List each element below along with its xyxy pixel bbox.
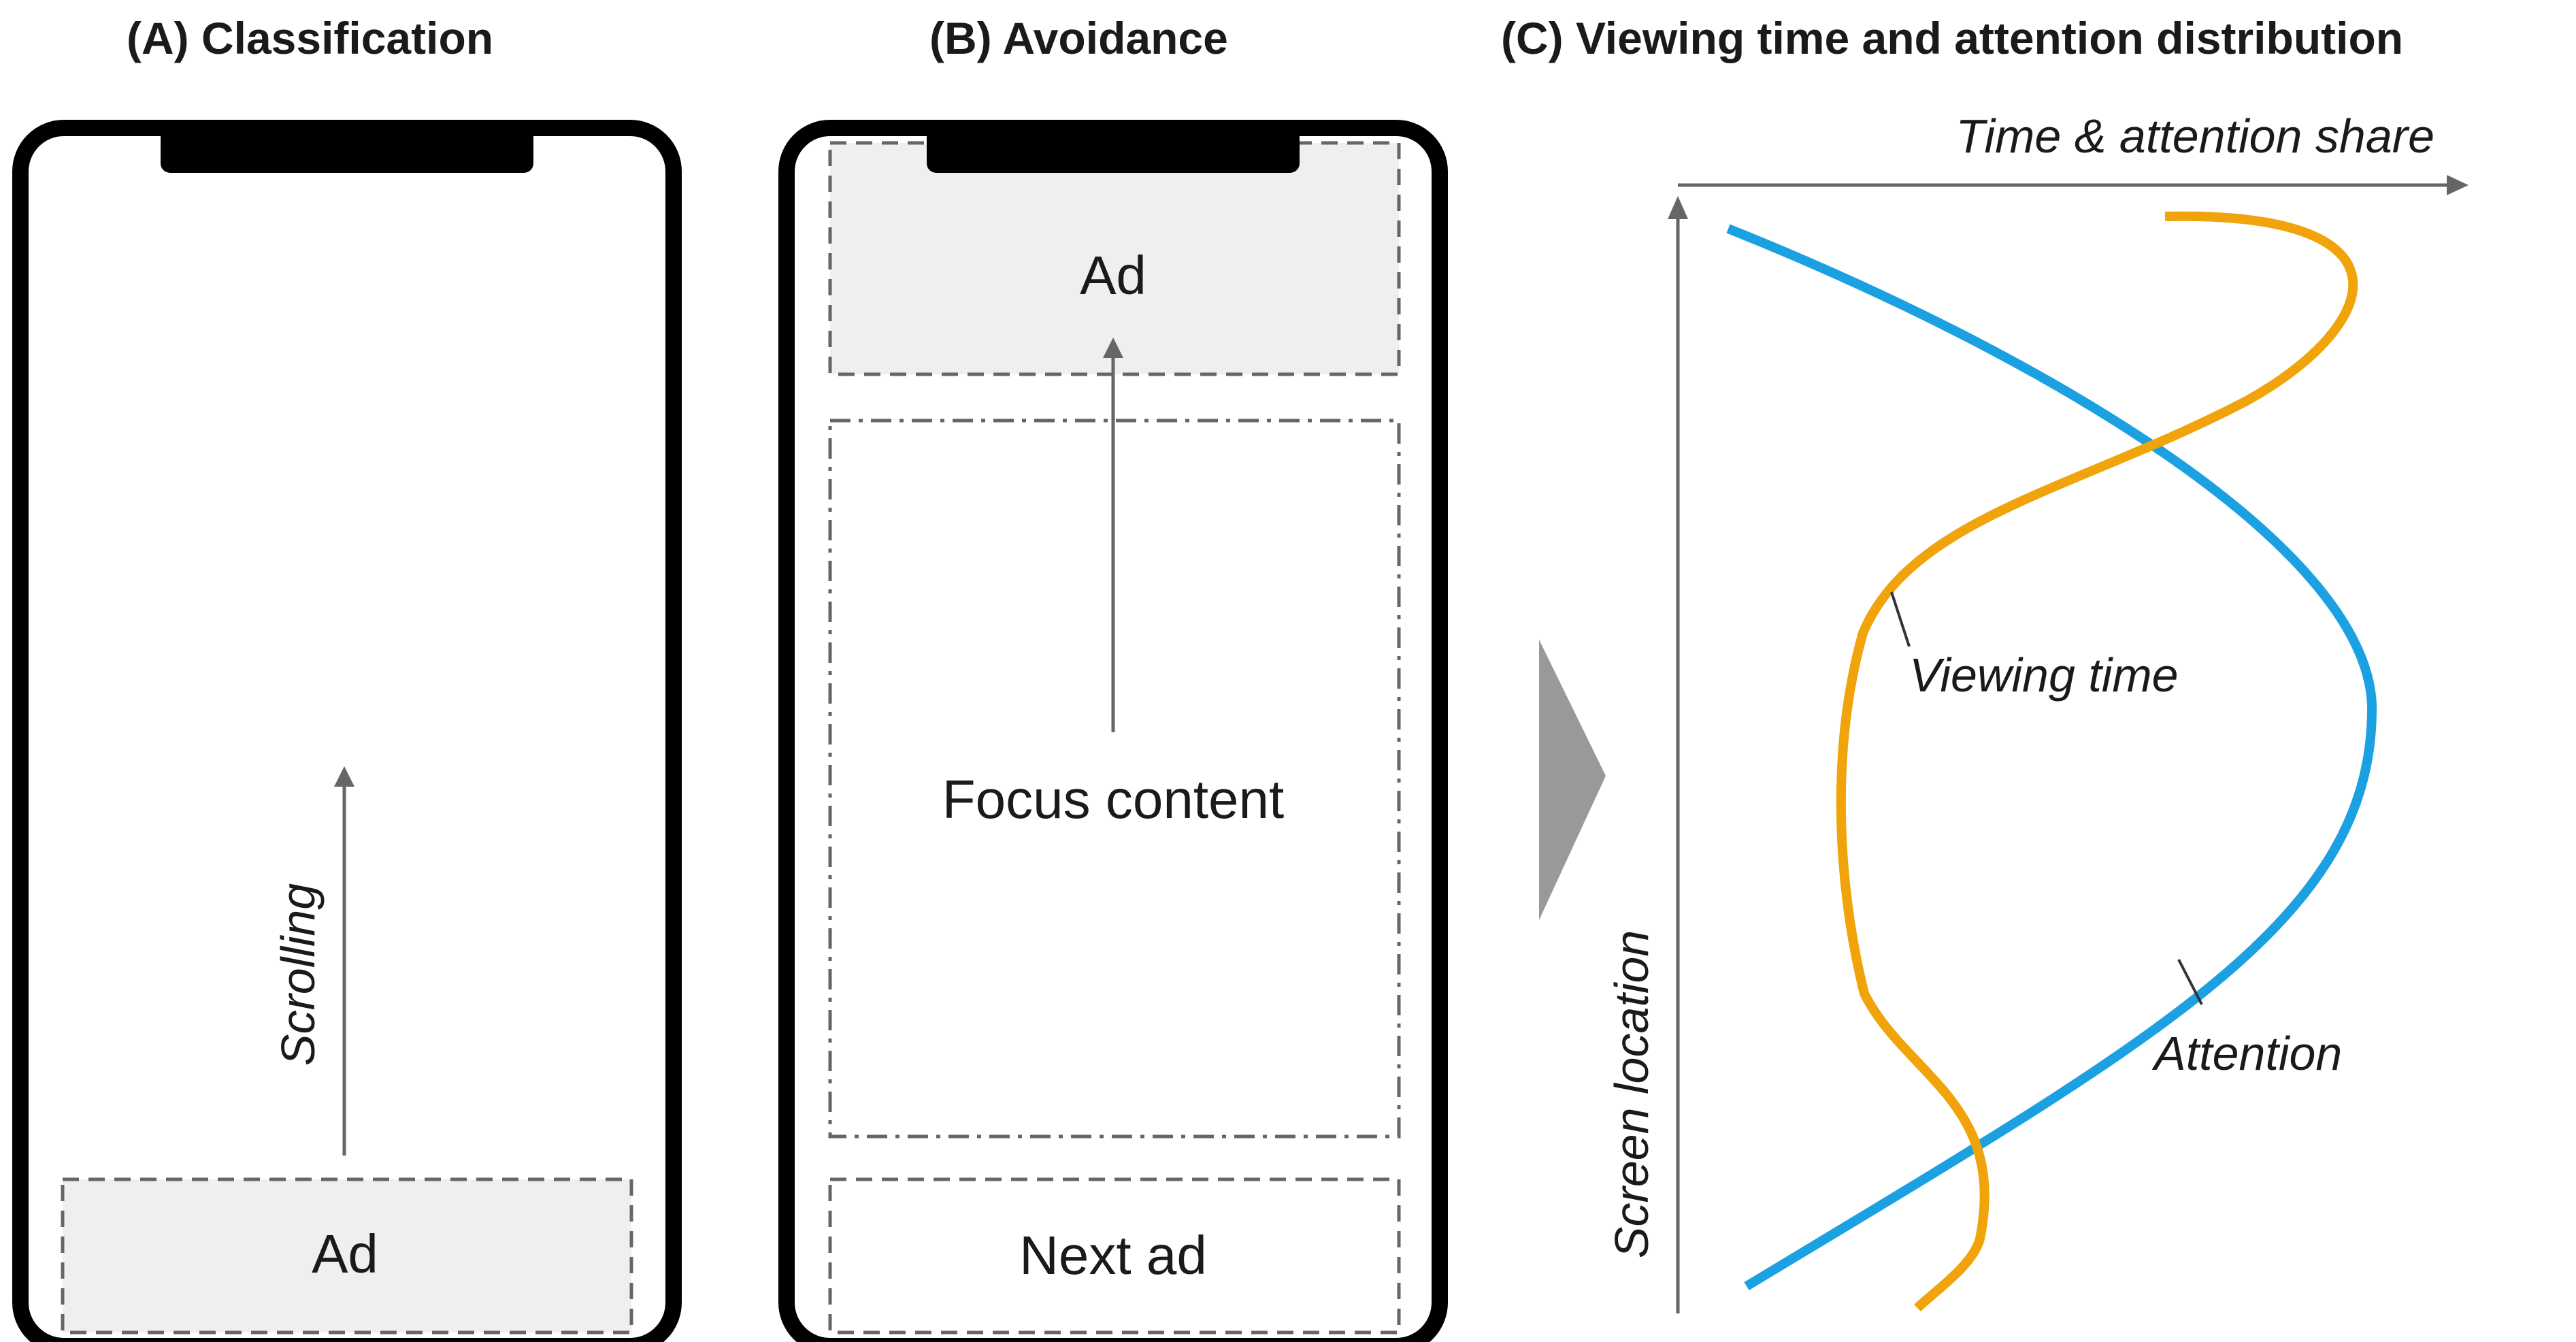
panel-a-title: (A) Classification bbox=[127, 13, 494, 63]
y-axis-arrowhead bbox=[1668, 196, 1688, 219]
scroll-arrowhead bbox=[334, 766, 354, 787]
next-ad-box bbox=[828, 1177, 1401, 1335]
phone-a: Scrolling Ad bbox=[12, 120, 682, 1342]
attention-curve bbox=[1726, 224, 2377, 1290]
x-axis-arrowhead bbox=[2447, 175, 2468, 195]
distribution-diagram: Time & attention share Screen location V… bbox=[1605, 110, 2468, 1313]
ad-box-a bbox=[61, 1177, 633, 1335]
focus-content-box bbox=[828, 419, 1401, 1139]
viewing-time-label: Viewing time bbox=[1909, 649, 2179, 702]
phone-a-frame bbox=[12, 120, 682, 1342]
phone-a-notch bbox=[161, 128, 533, 173]
viewing-time-curve bbox=[1836, 211, 2358, 1312]
focus-arrowhead bbox=[1103, 338, 1123, 358]
ad-label-b: Ad bbox=[1080, 245, 1146, 306]
x-axis-label: Time & attention share bbox=[1955, 110, 2434, 163]
ad-box-b bbox=[828, 141, 1401, 376]
panel-b-title: (B) Avoidance bbox=[929, 13, 1228, 63]
next-ad-label: Next ad bbox=[1019, 1225, 1207, 1286]
phone-b-notch bbox=[927, 128, 1300, 173]
phone-b: Ad Focus content Next ad bbox=[778, 120, 1448, 1342]
focus-content-label: Focus content bbox=[942, 769, 1285, 830]
y-axis-label: Screen location bbox=[1605, 930, 1658, 1259]
panel-c-title: (C) Viewing time and attention distribut… bbox=[1501, 13, 2404, 63]
viewing-time-leader bbox=[1890, 591, 1911, 647]
attention-leader bbox=[2177, 959, 2203, 1005]
attention-label: Attention bbox=[2151, 1027, 2342, 1080]
chevron-right-icon bbox=[1539, 640, 1606, 920]
ad-label-a: Ad bbox=[312, 1224, 378, 1284]
scroll-label: Scrolling bbox=[271, 883, 325, 1066]
